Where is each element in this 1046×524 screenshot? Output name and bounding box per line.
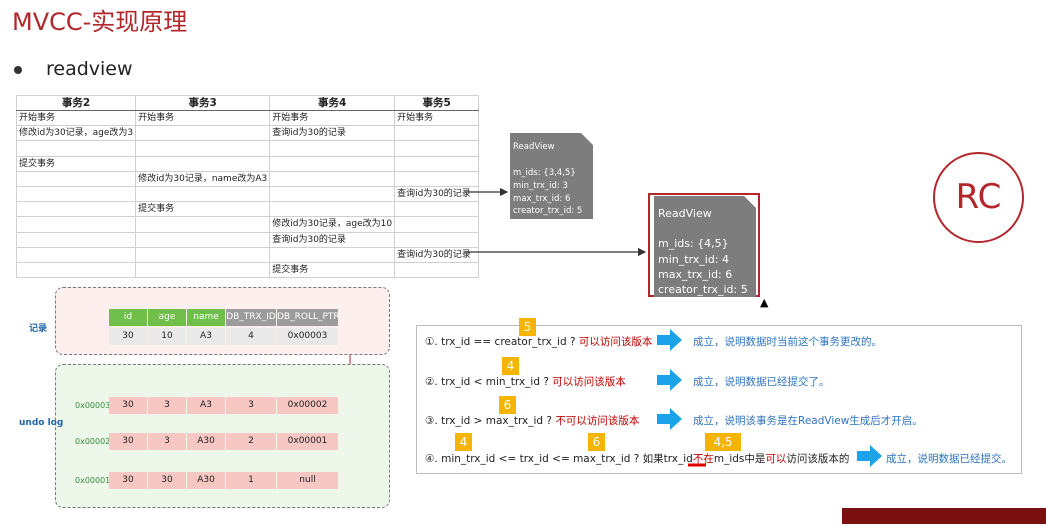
rule-4-outcome: 可以: [765, 453, 787, 465]
record-label: 记录: [29, 324, 48, 334]
record-col-age: age: [148, 309, 186, 326]
record-col-name: name: [187, 309, 225, 326]
rule-3-condition: ③. trx_id > max_trx_id ?: [425, 415, 556, 427]
rule-1: ①. trx_id == creator_trx_id ? 可以访问该版本: [425, 334, 652, 349]
undo-log-label: undo log: [19, 418, 64, 428]
undo-cell: 30: [148, 472, 186, 489]
rule-2-outcome: 可以访问该版本: [552, 376, 626, 388]
transaction-table: 事务2 事务3 事务4 事务5 开始事务开始事务开始事务开始事务修改id为30记…: [15, 95, 480, 279]
table-row: 修改id为30记录，age改为10: [15, 216, 480, 233]
readview-large-line: max_trx_id: 6: [658, 268, 733, 281]
rule-1-condition: ①. trx_id == creator_trx_id ?: [425, 336, 579, 348]
readview-small-line: max_trx_id: 6: [513, 194, 571, 204]
undo-address: 0x00002: [75, 437, 111, 446]
record-col-id: id: [109, 309, 147, 326]
header-txn3: 事务3: [135, 95, 271, 111]
bottom-banner: [842, 508, 1046, 524]
tag-rule2: 4: [502, 357, 519, 375]
table-row: 查询id为30的记录: [15, 246, 480, 263]
record-cell: 10: [148, 328, 186, 345]
readview-small-line: min_trx_id: 3: [513, 181, 568, 191]
blue-arrow-4-icon: [857, 445, 882, 467]
undo-cell: 3: [148, 397, 186, 414]
readview-large-line: m_ids: {4,5}: [658, 237, 729, 250]
undo-cell: 0x00001: [277, 433, 338, 450]
table-cell: [394, 261, 480, 279]
undo-cell: 30: [109, 397, 147, 414]
mouse-cursor-icon: ▲: [760, 296, 769, 309]
bullet-dot: [14, 66, 22, 74]
page-title: MVCC-实现原理: [12, 8, 188, 36]
blue-arrow-3-icon: [657, 408, 682, 430]
readview-large-line: min_trx_id: 4: [658, 253, 730, 266]
record-col-roll-ptr: DB_ROLL_PTR: [277, 309, 340, 326]
table-cell: [135, 261, 271, 279]
table-row: 查询id为30的记录: [15, 185, 480, 203]
record-cell: 30: [109, 328, 147, 345]
tag-rule4-max: 6: [588, 433, 605, 451]
readview-large: ReadView m_ids: {4,5} min_trx_id: 4 max_…: [654, 196, 756, 297]
table-row: 提交事务: [15, 201, 480, 218]
rule-4-condition: ④. min_trx_id <= trx_id <= max_trx_id ? …: [425, 453, 693, 465]
rc-badge: RC: [933, 152, 1024, 243]
rule-2-result: 成立，说明数据已经提交了。: [693, 376, 830, 388]
rule-4-not-in: 不在: [692, 453, 714, 465]
record-cell: A3: [187, 328, 225, 345]
undo-cell: null: [277, 472, 338, 489]
table-row: 提交事务: [15, 261, 480, 279]
rule-2-condition: ②. trx_id < min_trx_id ?: [425, 376, 553, 388]
readview-large-title: ReadView: [658, 207, 712, 220]
undo-cell: 30: [109, 472, 147, 489]
rule-3-outcome: 不可以访问该版本: [555, 415, 640, 427]
undo-cell: 0x00002: [277, 397, 338, 414]
undo-cell: 2: [226, 433, 276, 450]
tag-rule3: 6: [499, 396, 516, 414]
tag-rule4-min: 4: [455, 433, 472, 451]
readview-small-line: m_ids: {3,4,5}: [513, 168, 576, 178]
readview-small: ReadView m_ids: {3,4,5} min_trx_id: 3 ma…: [510, 133, 593, 219]
record-col-trx-id: DB_TRX_ID: [226, 309, 276, 326]
undo-address: 0x00001: [75, 476, 111, 485]
undo-cell: 1: [226, 472, 276, 489]
record-cell: 4: [226, 328, 276, 345]
rule-4-result: 成立，说明数据已经提交。: [886, 453, 1012, 465]
rule-3: ③. trx_id > max_trx_id ? 不可以访问该版本: [425, 413, 639, 428]
bullet-readview: readview: [46, 58, 133, 80]
undo-address: 0x00003: [75, 401, 111, 410]
rule-4-tail: 访问该版本的: [786, 453, 850, 465]
table-cell: [15, 261, 137, 279]
record-cell: 0x00003: [277, 328, 338, 345]
rule-2: ②. trx_id < min_trx_id ? 可以访问该版本: [425, 374, 626, 389]
readview-small-title: ReadView: [513, 142, 555, 152]
blue-arrow-1-icon: [657, 329, 682, 351]
undo-cell: 30: [109, 433, 147, 450]
rule-1-outcome: 可以访问该版本: [578, 336, 653, 348]
undo-cell: A3: [187, 397, 225, 414]
readview-small-line: creator_trx_id: 5: [513, 206, 583, 216]
undo-cell: A30: [187, 433, 225, 450]
undo-cell: 3: [226, 397, 276, 414]
table-row: 提交事务: [15, 155, 480, 172]
table-row: 查询id为30的记录: [15, 231, 480, 248]
table-cell: 查询id为30的记录: [394, 246, 480, 263]
visibility-rules-box: [416, 325, 1022, 474]
undo-cell: A30: [187, 472, 225, 489]
blue-arrow-2-icon: [657, 369, 682, 391]
header-txn5: 事务5: [394, 95, 480, 111]
undo-cell: 3: [148, 433, 186, 450]
readview-large-line: creator_trx_id: 5: [658, 283, 748, 296]
table-header-row: 事务2 事务3 事务4 事务5: [15, 95, 480, 111]
rule-4: ④. min_trx_id <= trx_id <= max_trx_id ? …: [425, 451, 849, 466]
rule-3-result: 成立，说明该事务是在ReadView生成后才开启。: [693, 415, 923, 427]
rule-1-result: 成立，说明数据时当前这个事务更改的。: [693, 336, 882, 348]
header-txn4: 事务4: [269, 95, 396, 111]
tag-rule1: 5: [519, 318, 536, 336]
rule-4-mids: m_ids中是: [713, 453, 766, 465]
tag-rule4-mids: 4,5: [705, 433, 741, 451]
